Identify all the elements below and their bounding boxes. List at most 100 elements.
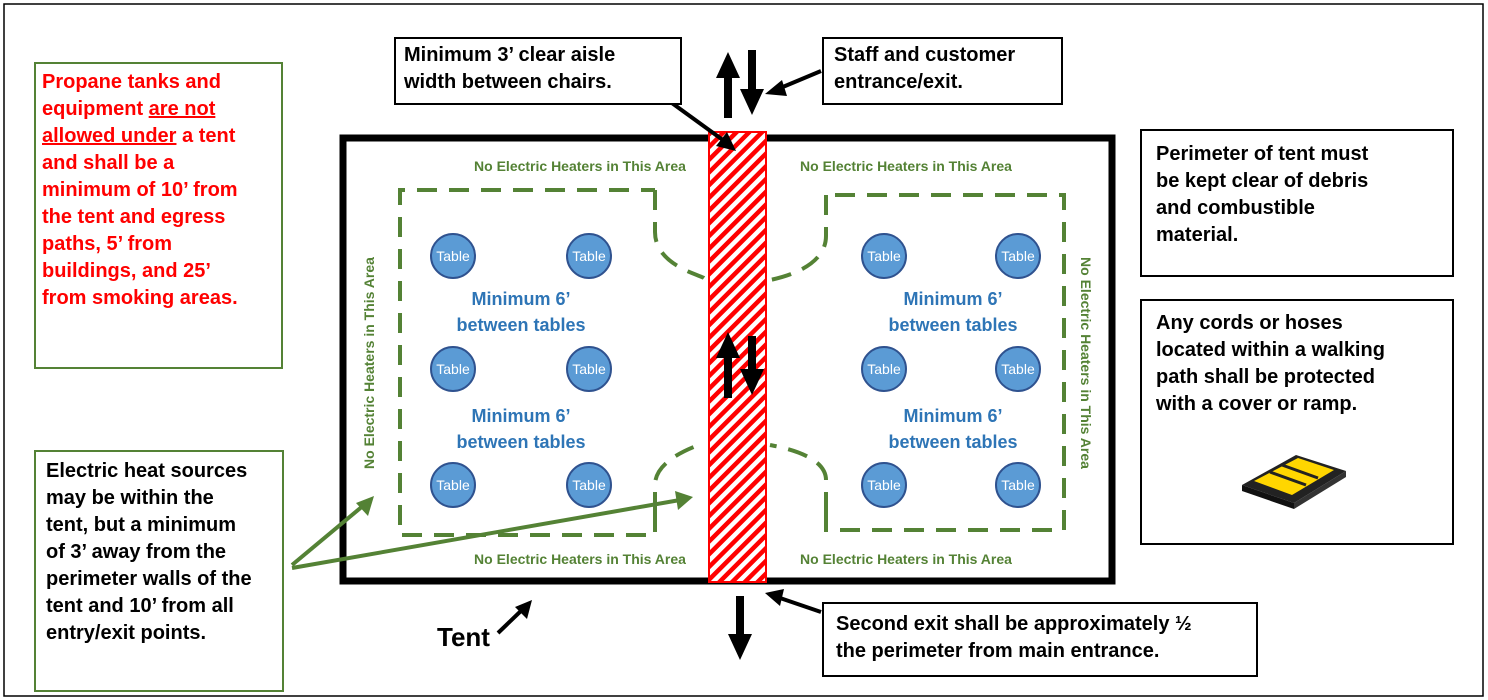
- spacing-label-line2: between tables: [456, 432, 585, 452]
- spacing-label-line2: between tables: [888, 315, 1017, 335]
- table: [566, 233, 612, 279]
- electric-pointer-line-center: [291, 498, 681, 570]
- pointer-head-icon: [765, 589, 784, 606]
- spacing-labels: Minimum 6’ between tables Minimum 6’ bet…: [456, 289, 1017, 452]
- arrow-down-icon: [740, 336, 764, 395]
- no-heater-label-right: No Electric Heaters in This Area: [1078, 257, 1094, 469]
- aisle-pointer-line: [663, 96, 729, 145]
- pointer-arrows: [496, 69, 822, 635]
- spacing-label-line1: Minimum 6’: [903, 289, 1002, 309]
- electric-note-line1: Electric heat sources: [46, 460, 248, 482]
- table-labels: Table Table Table Table Table Table Tabl…: [436, 248, 1035, 493]
- perimeter-note-line4: material.: [1156, 224, 1239, 246]
- pointer-head-icon: [716, 132, 736, 151]
- cords-note-line3: path shall be protected: [1156, 366, 1375, 388]
- propane-line5: minimum of 10’ from: [42, 179, 238, 201]
- propane-line3-underlined: allowed under: [42, 125, 177, 147]
- no-heater-label-bottom-right: No Electric Heaters in This Area: [800, 551, 1012, 567]
- table: [861, 462, 907, 508]
- electric-note: Electric heat sources may be within the …: [34, 450, 284, 692]
- table-label: Table: [1001, 248, 1035, 264]
- table: [430, 462, 476, 508]
- propane-line3-text: a tent: [176, 125, 236, 147]
- cords-note-line2: located within a walking: [1156, 339, 1385, 361]
- propane-line2-underlined: are not: [148, 98, 216, 120]
- spacing-label-line2: between tables: [456, 315, 585, 335]
- table-label: Table: [1001, 477, 1035, 493]
- no-heater-label-left: No Electric Heaters in This Area: [361, 257, 377, 469]
- electric-note-line2: may be within the: [46, 487, 214, 509]
- second-exit-note: Second exit shall be approximately ½ the…: [822, 602, 1258, 677]
- pointer-head-icon: [356, 496, 374, 516]
- aisle-note: Minimum 3’ clear aisle width between cha…: [394, 37, 682, 105]
- table-label: Table: [572, 361, 606, 377]
- pointer-head-icon: [765, 80, 787, 96]
- spacing-label-line2: between tables: [888, 432, 1017, 452]
- table-label: Table: [436, 477, 470, 493]
- table-label: Table: [867, 361, 901, 377]
- second-exit-pointer-line: [779, 596, 822, 614]
- electric-note-line7: entry/exit points.: [46, 622, 207, 644]
- propane-line3: allowed under a tent: [42, 123, 275, 150]
- aisle-arrows: [716, 332, 764, 398]
- table-label: Table: [867, 477, 901, 493]
- no-heater-label-bottom-left: No Electric Heaters in This Area: [474, 551, 686, 567]
- table: [566, 346, 612, 392]
- no-heater-label-top-right: No Electric Heaters in This Area: [800, 158, 1012, 174]
- propane-line6: the tent and egress: [42, 206, 226, 228]
- perimeter-note-line1: Perimeter of tent must: [1156, 143, 1369, 165]
- table: [566, 462, 612, 508]
- propane-note: Propane tanks and equipment are not allo…: [34, 62, 283, 369]
- right-seating-zone: [769, 193, 1066, 532]
- tables-left: [430, 233, 612, 508]
- propane-line2: equipment are not: [42, 96, 275, 123]
- propane-line8: buildings, and 25’: [42, 260, 211, 282]
- tables-right: [861, 233, 1041, 508]
- table: [430, 233, 476, 279]
- aisle-note-line1: Minimum 3’ clear aisle: [404, 44, 616, 66]
- propane-line2-text: equipment: [42, 98, 149, 120]
- table-label: Table: [436, 361, 470, 377]
- cords-note: Any cords or hoses located within a walk…: [1140, 299, 1454, 545]
- exit-arrow-down-icon: [728, 596, 752, 660]
- perimeter-note-line2: be kept clear of debris: [1156, 170, 1369, 192]
- spacing-label-line1: Minimum 6’: [903, 406, 1002, 426]
- spacing-label-line1: Minimum 6’: [471, 406, 570, 426]
- table: [430, 346, 476, 392]
- tent-label: Tent: [437, 622, 490, 652]
- entrance-arrows: [716, 50, 764, 118]
- table: [995, 233, 1041, 279]
- cords-note-line1: Any cords or hoses: [1156, 312, 1343, 334]
- table-label: Table: [1001, 361, 1035, 377]
- perimeter-note-line3: and combustible: [1156, 197, 1315, 219]
- table: [861, 233, 907, 279]
- table-label: Table: [867, 248, 901, 264]
- propane-line1: Propane tanks and: [42, 71, 221, 93]
- electric-pointer-arrows: [290, 491, 693, 570]
- arrow-up-icon: [716, 52, 740, 118]
- spacing-label-line1: Minimum 6’: [471, 289, 570, 309]
- outer-frame: [3, 3, 1484, 697]
- entrance-pointer-line: [777, 69, 822, 91]
- cords-note-line4: with a cover or ramp.: [1156, 393, 1358, 415]
- perimeter-note: Perimeter of tent must be kept clear of …: [1140, 129, 1454, 277]
- entrance-note: Staff and customer entrance/exit.: [822, 37, 1063, 105]
- table-label: Table: [436, 248, 470, 264]
- table-label: Table: [572, 248, 606, 264]
- pointer-head-icon: [675, 491, 693, 510]
- second-exit-line2: the perimeter from main entrance.: [836, 640, 1160, 662]
- arrow-down-icon: [740, 50, 764, 115]
- pointer-head-icon: [515, 600, 532, 619]
- propane-line9: from smoking areas.: [42, 287, 238, 309]
- propane-line4: and shall be a: [42, 152, 175, 174]
- arrow-up-icon: [716, 332, 740, 398]
- no-heater-label-top-left: No Electric Heaters in This Area: [474, 158, 686, 174]
- second-exit-line1: Second exit shall be approximately ½: [836, 613, 1192, 635]
- electric-note-line6: tent and 10’ from all: [46, 595, 234, 617]
- table: [995, 462, 1041, 508]
- table: [995, 346, 1041, 392]
- entrance-note-line1: Staff and customer: [834, 44, 1016, 66]
- table-label: Table: [572, 477, 606, 493]
